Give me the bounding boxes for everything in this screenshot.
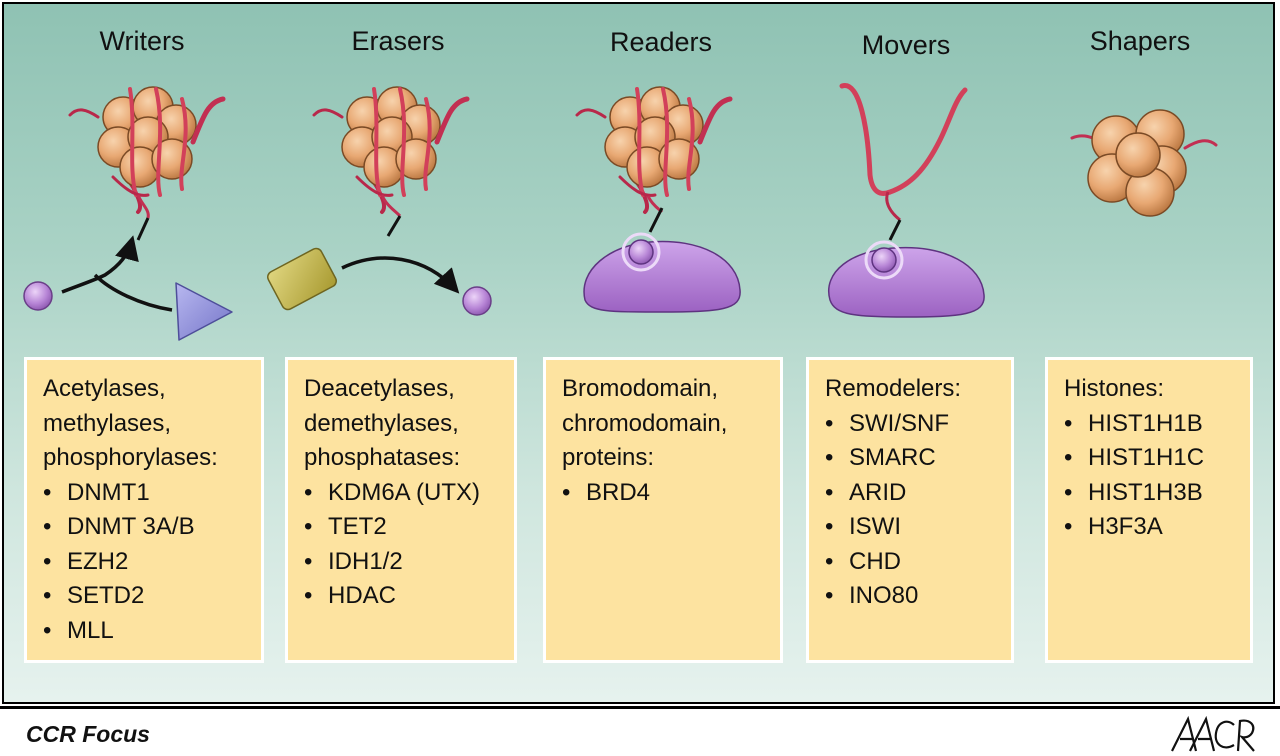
list-item: IDH1/2 <box>304 545 514 580</box>
remodeler-protein-icon <box>827 240 985 318</box>
diagram-artwork <box>23 83 1218 341</box>
eraser-enzyme-icon <box>267 247 337 311</box>
box-header-line: proteins: <box>562 444 655 471</box>
list-item: HIST1H1C <box>1064 441 1250 476</box>
list-item: SWI/SNF <box>825 407 1011 442</box>
list-item: SMARC <box>825 441 1011 476</box>
erasers-header: Deacetylases, demethylases, phosphatases… <box>304 372 514 476</box>
shapers-header: Histones: <box>1064 372 1250 407</box>
column-title-movers: Movers <box>861 30 951 60</box>
writer-enzyme-icon <box>175 282 233 341</box>
box-header-line: Bromodomain, <box>562 375 719 402</box>
readers-nucleosome-icon <box>577 87 730 233</box>
writers-arrow-icon <box>61 235 139 294</box>
list-item: BRD4 <box>562 476 780 511</box>
list-item: DNMT 3A/B <box>43 510 261 545</box>
box-header-line: Acetylases, <box>43 375 166 402</box>
list-item: INO80 <box>825 579 1011 614</box>
movers-dna-icon <box>839 83 968 241</box>
list-item: ISWI <box>825 510 1011 545</box>
column-title-writers: Writers <box>99 26 185 56</box>
list-item: DNMT1 <box>43 476 261 511</box>
box-header-line: Deacetylases, <box>304 375 455 402</box>
writers-arrow-tail-icon <box>93 273 173 312</box>
list-item: SETD2 <box>43 579 261 614</box>
column-title-erasers: Erasers <box>351 26 445 56</box>
erasers-arrow-icon <box>341 256 460 294</box>
list-item: MLL <box>43 614 261 649</box>
aacr-logo <box>1171 715 1255 752</box>
movers-header: Remodelers: <box>825 372 1011 407</box>
list-item: CHD <box>825 545 1011 580</box>
erasers-mark-icon <box>462 286 492 316</box>
list-item: HIST1H3B <box>1064 476 1250 511</box>
list-item: HDAC <box>304 579 514 614</box>
readers-box: Bromodomain, chromodomain, proteins: BRD… <box>543 357 783 663</box>
list-item: H3F3A <box>1064 510 1250 545</box>
erasers-nucleosome-icon <box>314 87 467 237</box>
writers-mark-icon <box>23 281 53 311</box>
box-header-line: Histones: <box>1064 375 1165 402</box>
writers-box: Acetylases, methylases, phosphorylases: … <box>24 357 264 663</box>
footer-bar: CCR Focus <box>0 706 1280 756</box>
list-item: ARID <box>825 476 1011 511</box>
list-item: KDM6A (UTX) <box>304 476 514 511</box>
box-header-line: phosphorylases: <box>43 444 218 471</box>
shapers-box: Histones: HIST1H1B HIST1H1C HIST1H3B H3F… <box>1045 357 1253 663</box>
column-title-shapers: Shapers <box>1089 26 1191 56</box>
histone-octamer-icon <box>1070 109 1218 217</box>
box-header-line: Remodelers: <box>825 375 962 402</box>
readers-header: Bromodomain, chromodomain, proteins: <box>562 372 780 476</box>
list-item: HIST1H1B <box>1064 407 1250 442</box>
erasers-box: Deacetylases, demethylases, phosphatases… <box>285 357 517 663</box>
writers-header: Acetylases, methylases, phosphorylases: <box>43 372 261 476</box>
list-item: TET2 <box>304 510 514 545</box>
box-header-line: methylases, <box>43 409 172 437</box>
box-header-line: chromodomain, <box>562 409 728 437</box>
box-header-line: phosphatases: <box>304 444 461 471</box>
list-item: EZH2 <box>43 545 261 580</box>
footer-label: CCR Focus <box>26 721 150 747</box>
column-title-readers: Readers <box>609 27 713 57</box>
reader-protein-icon <box>583 232 741 313</box>
writers-nucleosome-icon <box>70 87 223 241</box>
box-header-line: demethylases, <box>304 409 459 437</box>
movers-box: Remodelers: SWI/SNF SMARC ARID ISWI CHD … <box>806 357 1014 663</box>
